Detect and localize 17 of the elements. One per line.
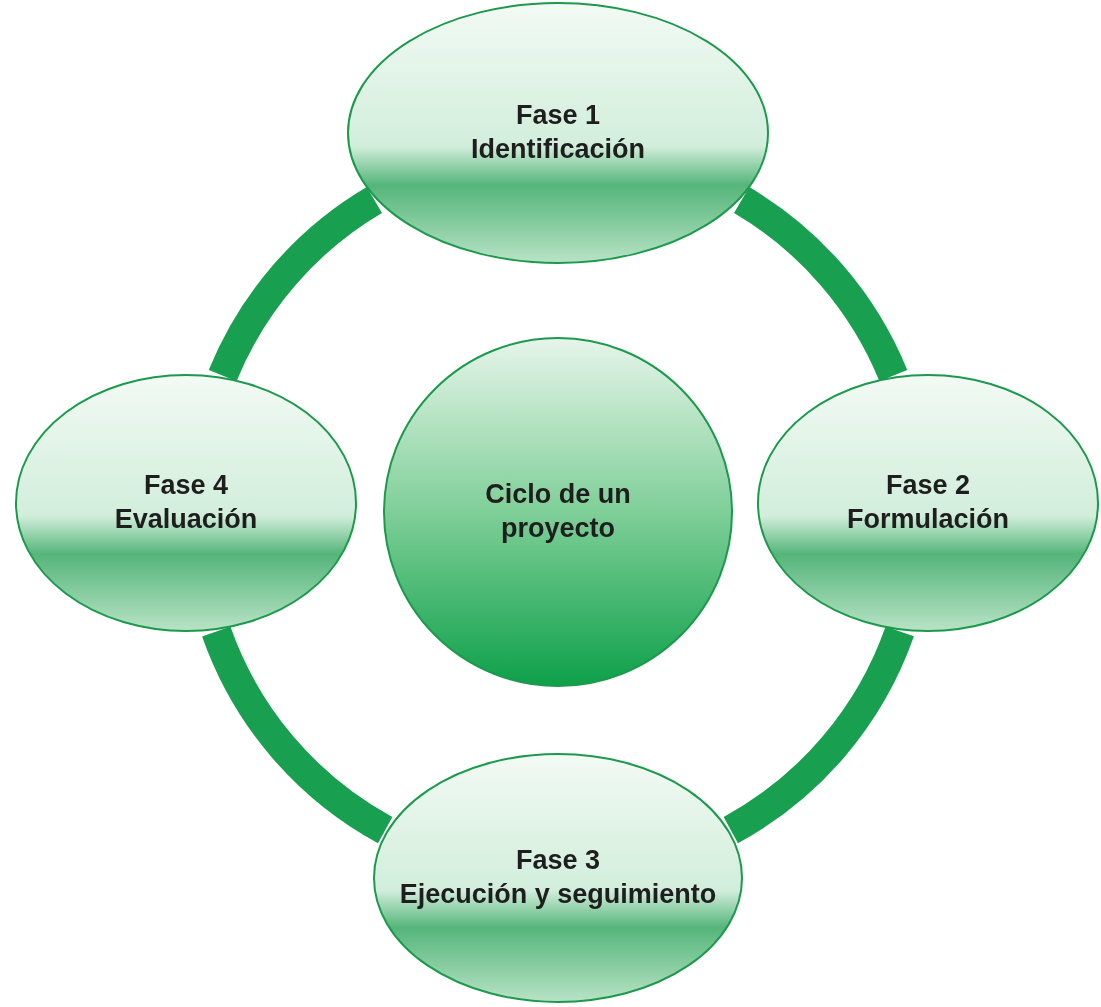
phase-ellipse: [372, 752, 744, 1004]
phase-name: Identificación: [471, 133, 645, 166]
phase-ellipse: [14, 373, 358, 633]
phase-ellipse: [756, 373, 1100, 633]
phase-ellipse: [346, 1, 770, 265]
phase-name: Formulación: [847, 503, 1009, 536]
phase-number: Fase 2: [885, 469, 970, 503]
phase-name: Evaluación: [114, 503, 258, 536]
connector-arc: [722, 625, 914, 843]
connector-arc: [202, 625, 394, 843]
center-circle: [382, 336, 734, 688]
phase-number: Fase 4: [143, 469, 229, 503]
phase-name: Ejecución y seguimiento: [399, 878, 717, 911]
center-label: Ciclo de un proyecto: [484, 478, 632, 545]
phase-number: Fase 3: [515, 844, 600, 878]
connector-arc: [209, 187, 383, 383]
phase-number: Fase 1: [515, 99, 601, 133]
